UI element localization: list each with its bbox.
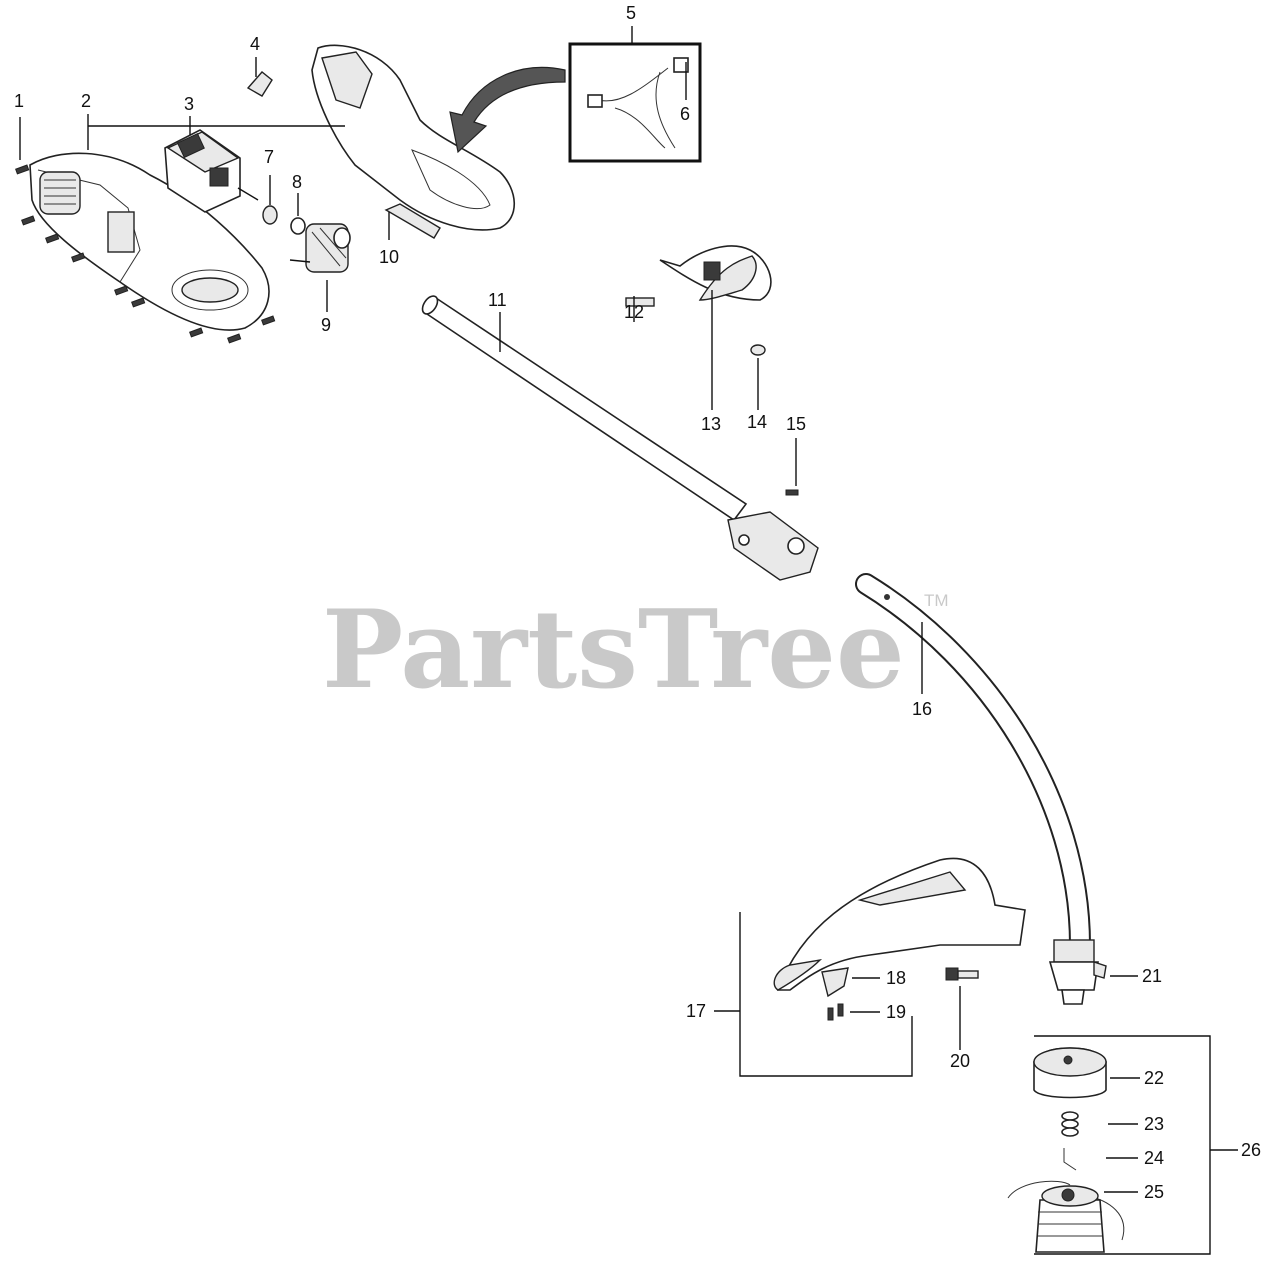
shaft-coupler [727,511,819,581]
callout-18: 18 [886,968,906,988]
blade-screws [827,1003,844,1021]
upper-shaft [421,295,748,522]
spool-cap [1033,1047,1107,1099]
washer-8 [290,217,306,235]
housing-vent-grille [39,171,135,253]
washer-7 [262,205,278,225]
handle-wing-nut [750,344,766,356]
line-spool [1007,1180,1125,1253]
grass-guard [773,857,1026,991]
callout-6: 6 [680,104,690,124]
cover-plate [246,71,273,97]
handle-bolt [625,297,655,307]
callout-13: 13 [701,414,721,434]
callout-5: 5 [626,3,636,23]
callout-12: 12 [624,302,644,322]
cooling-fan [289,223,351,273]
callout-20: 20 [950,1051,970,1071]
trigger [384,203,441,239]
spool-spring [1061,1111,1079,1137]
callout-14: 14 [747,412,767,432]
housing-screws [15,164,276,344]
callout-11: 11 [488,290,507,310]
assembly-arrow [449,66,566,154]
auxiliary-handle [659,245,772,301]
lower-curved-shaft [855,573,1091,956]
callout-8: 8 [292,172,302,192]
motor [164,129,259,213]
wiring-inset-box [568,42,702,163]
trimmer-head-mount [1048,939,1107,1005]
coupler-screw [785,489,799,496]
callout-1: 1 [14,91,24,111]
callout-22: 22 [1144,1068,1164,1088]
callout-15: 15 [786,414,806,434]
callout-labels: 1 2 3 4 5 6 7 8 9 10 11 12 13 14 15 16 1… [14,3,1261,1202]
callout-19: 19 [886,1002,906,1022]
callout-3: 3 [184,94,194,114]
callout-4: 4 [250,34,260,54]
callout-17: 17 [686,1001,706,1021]
housing-right-half [311,44,515,231]
callout-23: 23 [1144,1114,1164,1134]
watermark-trademark: TM [924,591,949,610]
callout-7: 7 [264,147,274,167]
callout-16: 16 [912,699,932,719]
line-cutting-blade [821,967,849,998]
watermark-logo: PartsTree [322,587,905,713]
callout-24: 24 [1144,1148,1164,1168]
callout-9: 9 [321,315,331,335]
callout-25: 25 [1144,1182,1164,1202]
callout-2: 2 [81,91,91,111]
spool-clip [1063,1148,1077,1171]
guard-bolt [945,967,979,981]
callout-26: 26 [1241,1140,1261,1160]
leader-lines [19,26,1238,1255]
callout-10: 10 [379,247,399,267]
callout-21: 21 [1142,966,1162,986]
housing-left-half [29,152,270,331]
